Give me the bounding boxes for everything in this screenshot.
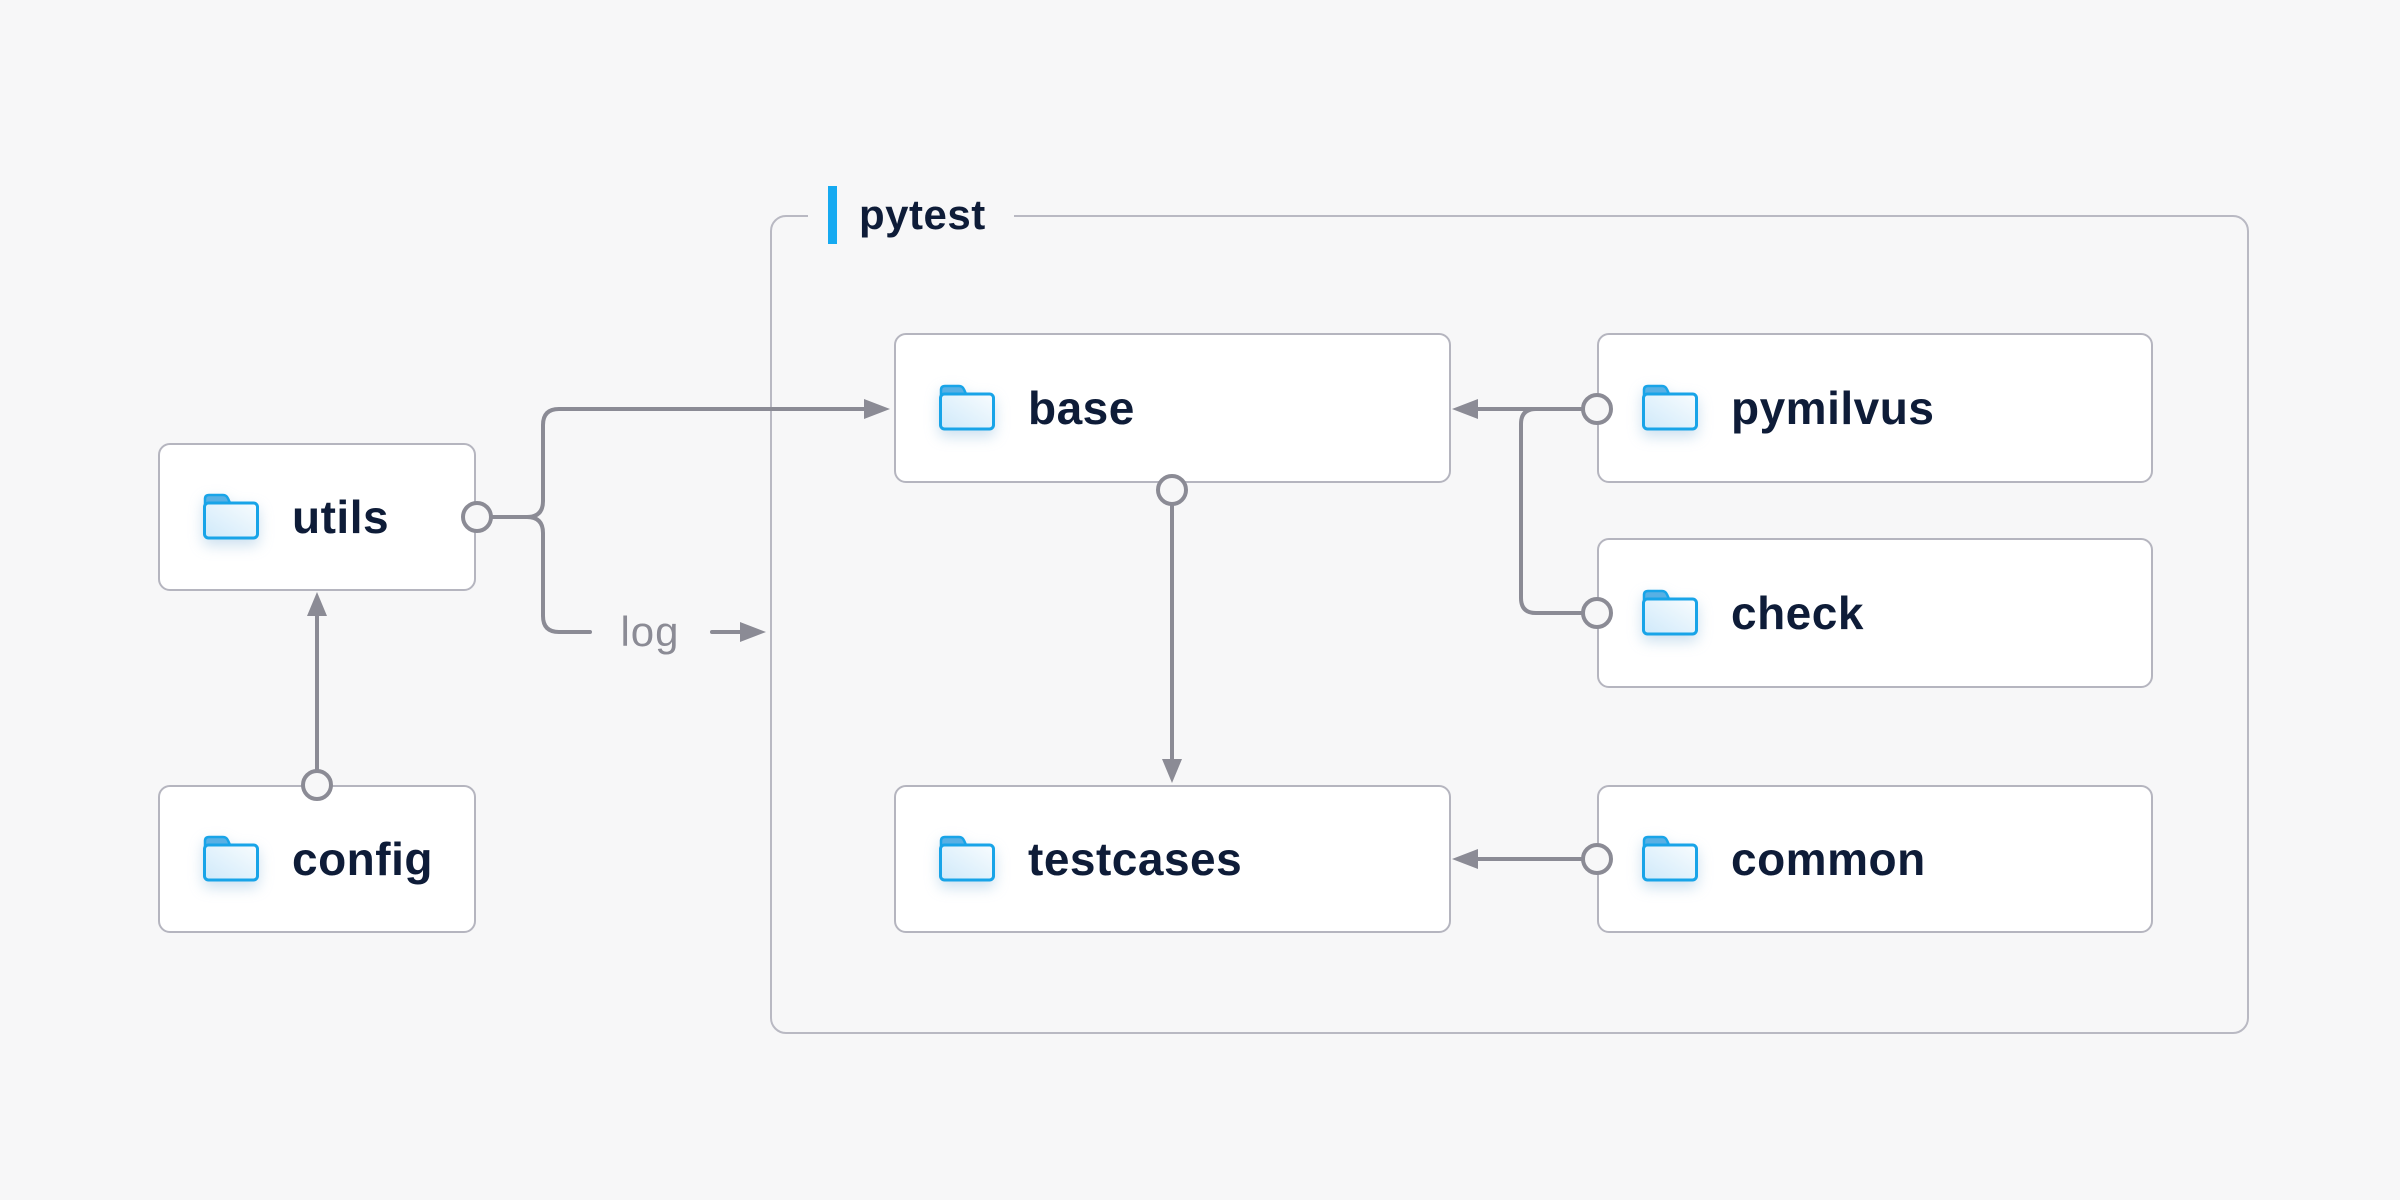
node-label: config xyxy=(292,833,433,885)
node-label: testcases xyxy=(1028,833,1243,885)
edge-label-log: log xyxy=(620,608,680,655)
node-pymilvus: pymilvus xyxy=(1597,333,2153,483)
pytest-group-title: pytest xyxy=(859,191,986,238)
folder-icon xyxy=(1642,589,1698,636)
folder-icon xyxy=(203,835,259,882)
node-utils: utils xyxy=(158,443,476,591)
node-label: common xyxy=(1731,833,1926,885)
node-config: config xyxy=(158,785,476,933)
folder-icon xyxy=(939,835,995,882)
folder-icon xyxy=(1642,384,1698,431)
node-label: check xyxy=(1731,587,1864,639)
arrowhead-right-log xyxy=(740,622,766,642)
node-label: base xyxy=(1028,382,1135,434)
folder-icon xyxy=(1642,835,1698,882)
pytest-group-border xyxy=(770,215,2249,1034)
node-testcases: testcases xyxy=(894,785,1451,933)
folder-icon xyxy=(203,493,259,540)
node-common: common xyxy=(1597,785,2153,933)
folder-icon xyxy=(939,384,995,431)
node-base: base xyxy=(894,333,1451,483)
edge-utils-to-log xyxy=(525,515,592,634)
accent-bar xyxy=(828,186,837,244)
node-label: pymilvus xyxy=(1731,382,1935,434)
pytest-group-label: pytest xyxy=(808,180,1014,250)
arrowhead-up-utils xyxy=(307,592,327,616)
node-check: check xyxy=(1597,538,2153,688)
node-label: utils xyxy=(292,491,390,543)
